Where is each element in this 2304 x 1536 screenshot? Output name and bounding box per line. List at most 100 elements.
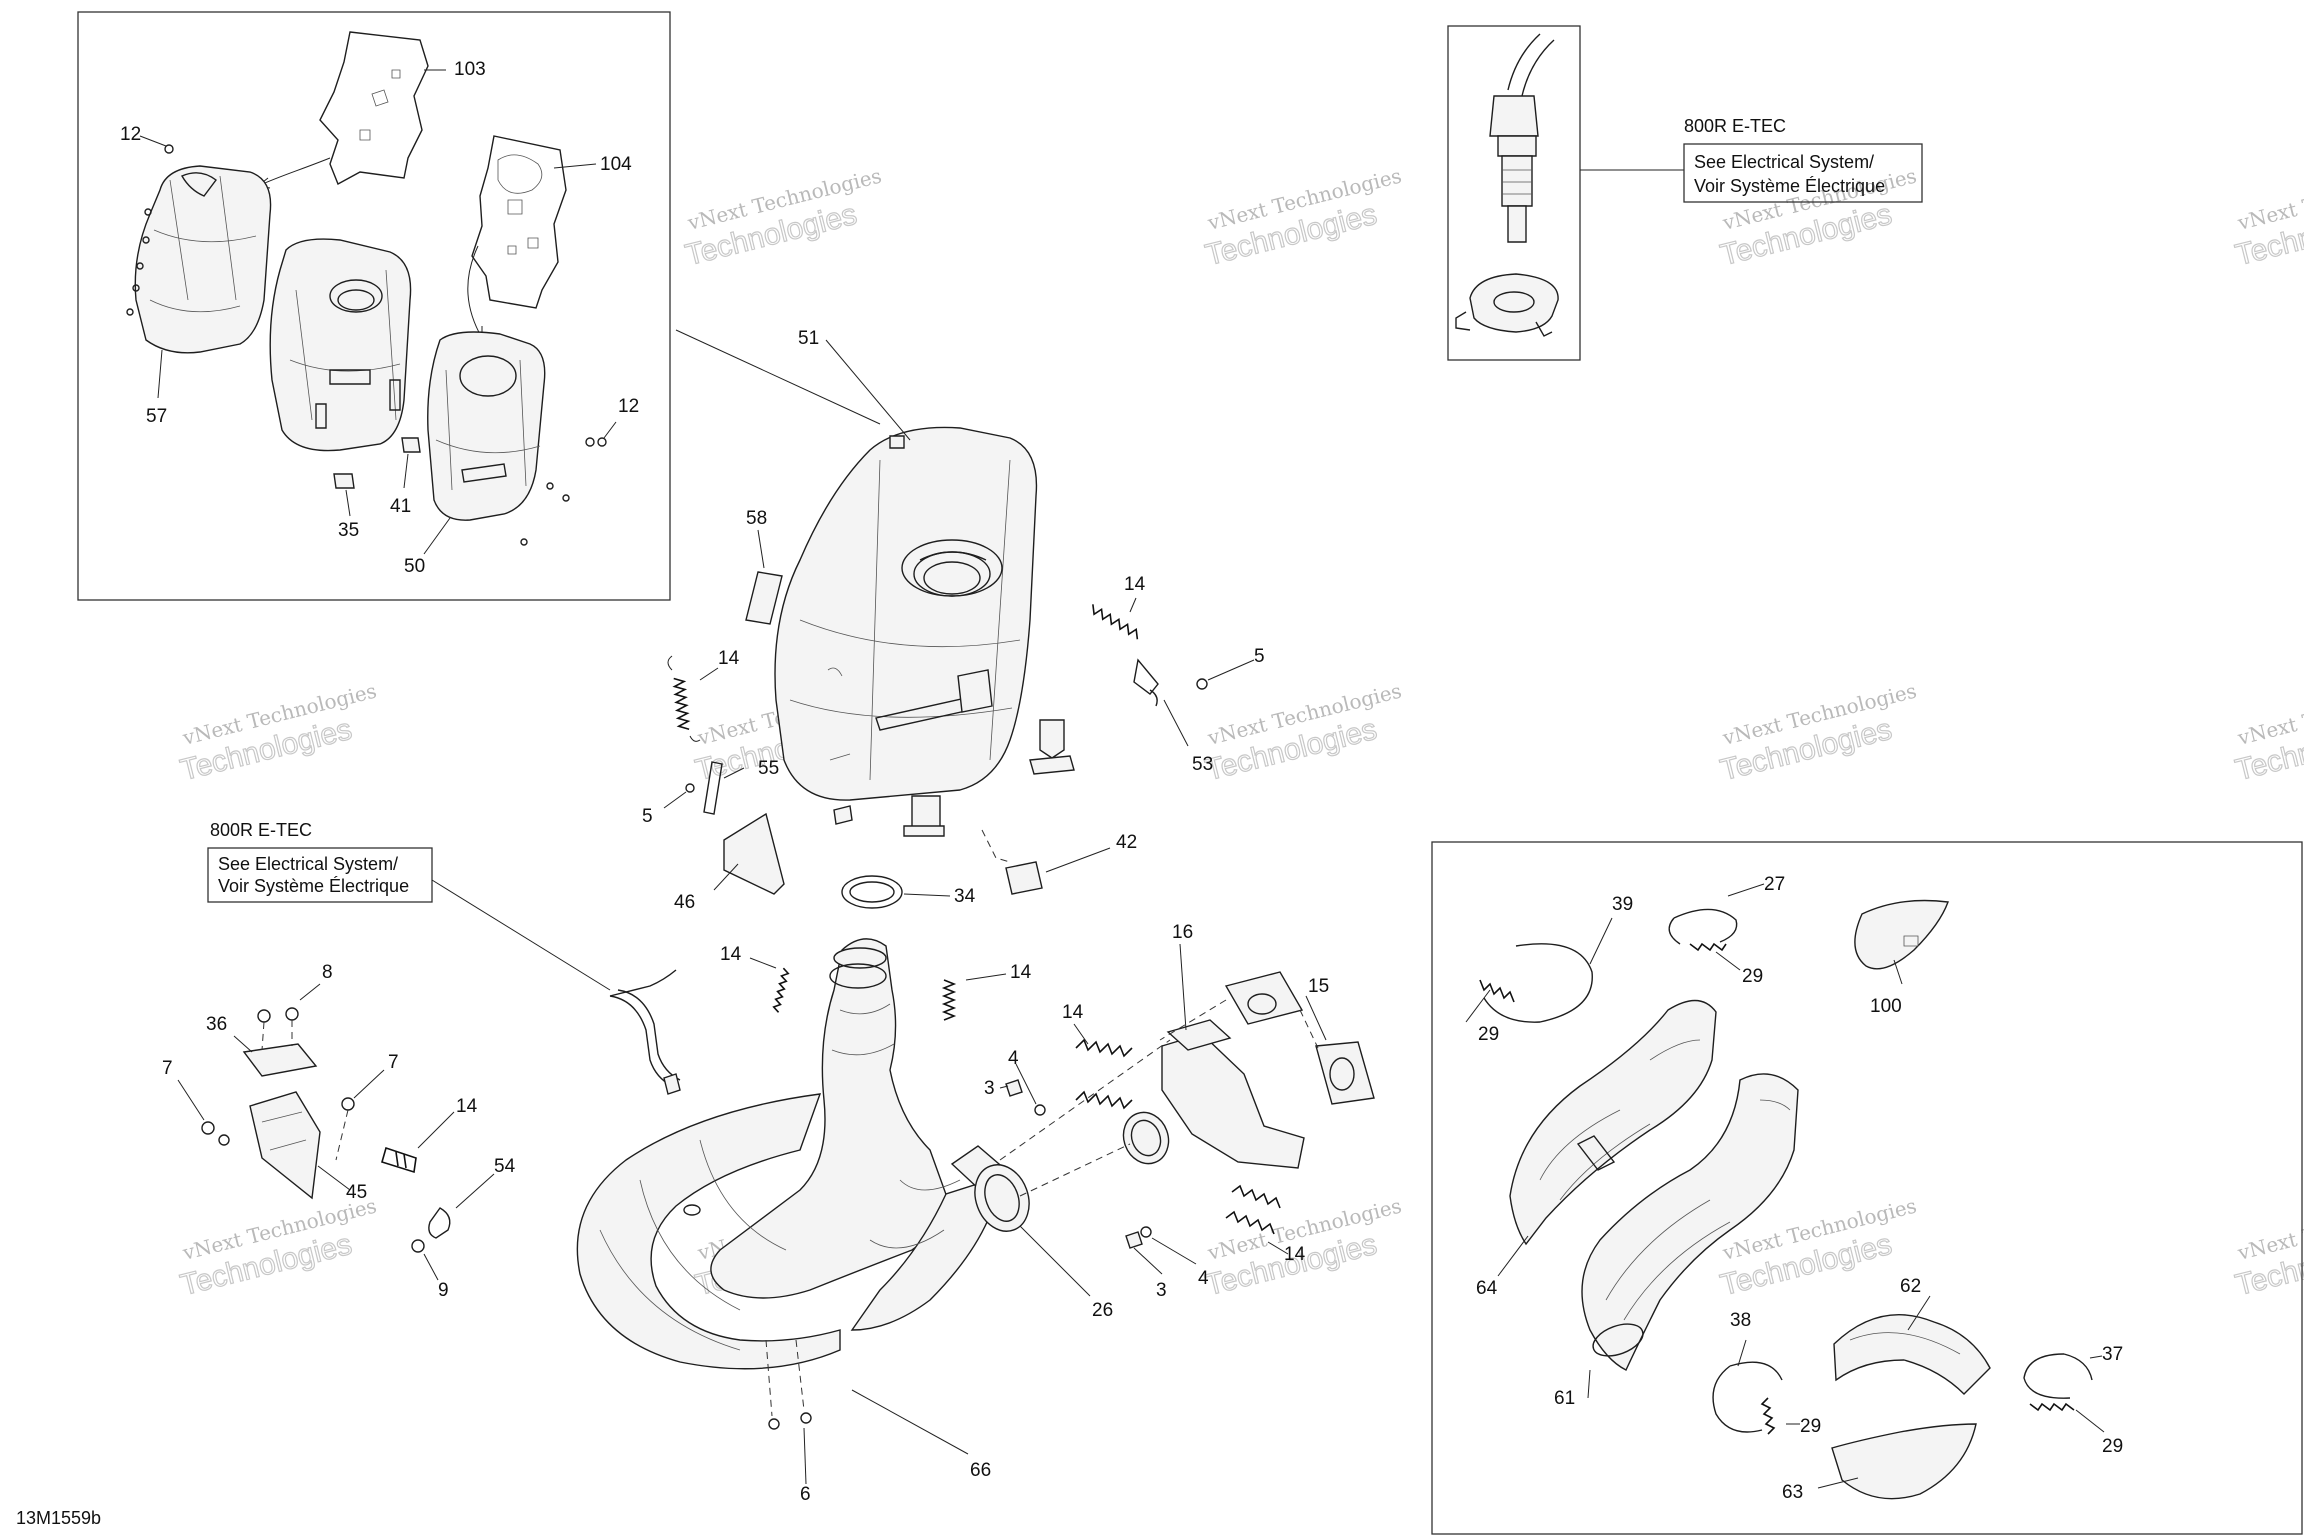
washer-4 bbox=[1140, 1226, 1152, 1238]
grommet-35 bbox=[333, 473, 355, 489]
callout-12: 12 bbox=[618, 396, 639, 417]
heat-shield-sheet-104 bbox=[471, 135, 567, 309]
callout-6: 6 bbox=[800, 1484, 811, 1505]
callout-14: 14 bbox=[720, 944, 742, 965]
callout-46: 46 bbox=[674, 892, 695, 913]
washer-4 bbox=[1034, 1104, 1046, 1116]
nut-7 bbox=[341, 1097, 355, 1111]
heat-shield-holes bbox=[497, 154, 543, 255]
muffler-shield-assembly bbox=[126, 31, 617, 555]
connector-42 bbox=[1005, 861, 1043, 895]
heat-shield-100 bbox=[1854, 899, 1949, 970]
callout-4: 4 bbox=[1008, 1048, 1019, 1069]
note-line: See Electrical System/ bbox=[218, 854, 398, 874]
callout-14: 14 bbox=[1010, 962, 1032, 983]
callout-36: 36 bbox=[206, 1014, 227, 1035]
tuned-pipe-66 bbox=[576, 938, 1008, 1430]
note-line: See Electrical System/ bbox=[1694, 152, 1874, 172]
callout-45: 45 bbox=[346, 1182, 367, 1203]
spring-29 bbox=[2029, 1402, 2075, 1412]
spring-14 bbox=[381, 1146, 417, 1174]
callout-29: 29 bbox=[1478, 1024, 1499, 1045]
spring-14 bbox=[772, 967, 790, 1013]
callout-58: 58 bbox=[746, 508, 767, 529]
spring-14 bbox=[1092, 604, 1139, 640]
callout-104: 104 bbox=[600, 154, 632, 175]
callout-37: 37 bbox=[2102, 1344, 2123, 1365]
callout-14: 14 bbox=[1284, 1244, 1306, 1265]
sensor-wire bbox=[609, 995, 673, 1087]
muffler-shield-detail-frame bbox=[77, 11, 671, 601]
callout-103: 103 bbox=[454, 59, 486, 80]
pipe-heat-shield-assembly bbox=[1479, 899, 2093, 1500]
callout-27: 27 bbox=[1764, 874, 1785, 895]
gasket-16 bbox=[1224, 971, 1304, 1025]
note-line: Voir Système Électrique bbox=[218, 876, 409, 896]
mounting-bracket-assembly bbox=[201, 1007, 451, 1253]
callout-7: 7 bbox=[388, 1052, 399, 1073]
callout-16: 16 bbox=[1172, 922, 1193, 943]
nut-9 bbox=[411, 1239, 425, 1253]
heat-shield-detail-frame bbox=[1431, 841, 2303, 1535]
pad-58 bbox=[745, 571, 783, 625]
callout-39: 39 bbox=[1612, 894, 1633, 915]
callout-3: 3 bbox=[1156, 1280, 1167, 1301]
bolt-3 bbox=[1005, 1079, 1023, 1097]
heat-shield-63 bbox=[1831, 1423, 1977, 1500]
callout-62: 62 bbox=[1900, 1276, 1921, 1297]
exhaust-manifold-assembly bbox=[999, 971, 1375, 1249]
callout-64: 64 bbox=[1476, 1278, 1498, 1299]
callout-50: 50 bbox=[404, 556, 425, 577]
bracket-45 bbox=[249, 1091, 321, 1200]
callout-54: 54 bbox=[494, 1156, 516, 1177]
heat-shield-sheet-103 bbox=[319, 31, 429, 185]
muffler-outer-cover-57 bbox=[134, 165, 272, 354]
spring-14 bbox=[1231, 1184, 1281, 1209]
callout-26: 26 bbox=[1092, 1300, 1113, 1321]
callout-55: 55 bbox=[758, 758, 779, 779]
muffler-51 bbox=[774, 339, 1075, 837]
gasket-15 bbox=[1315, 1041, 1375, 1105]
gasket-26 bbox=[974, 1164, 1030, 1232]
callout-3: 3 bbox=[984, 1078, 995, 1099]
callout-5: 5 bbox=[1254, 646, 1265, 667]
callout-29: 29 bbox=[2102, 1436, 2123, 1457]
note-line: Voir Système Électrique bbox=[1694, 176, 1885, 196]
spring-14 bbox=[1075, 1038, 1133, 1058]
callout-51: 51 bbox=[798, 328, 819, 349]
callout-15: 15 bbox=[1308, 976, 1329, 997]
clamp-37 bbox=[2023, 1353, 2071, 1399]
nut-12 bbox=[164, 144, 174, 154]
exhaust-temperature-sensor bbox=[1455, 33, 1684, 337]
clamp-27 bbox=[1673, 908, 1738, 943]
callout-42: 42 bbox=[1116, 832, 1137, 853]
bracket-36 bbox=[242, 1043, 318, 1077]
heat-shield-64 bbox=[1509, 999, 1717, 1246]
spring-14 bbox=[672, 677, 691, 730]
note-model-label: 800R E-TEC bbox=[1684, 116, 1786, 136]
callout-5: 5 bbox=[642, 806, 653, 827]
callout-57: 57 bbox=[146, 406, 167, 427]
gasket-34 bbox=[841, 875, 903, 909]
nut-6 bbox=[800, 1412, 812, 1424]
screw-5 bbox=[685, 783, 695, 793]
spring-29 bbox=[1479, 979, 1515, 1003]
callout-8: 8 bbox=[322, 962, 333, 983]
screw-8 bbox=[285, 1007, 299, 1021]
bracket-55 bbox=[703, 761, 723, 815]
screw-5 bbox=[1196, 678, 1208, 690]
diagram-code: 13M1559b bbox=[16, 1508, 101, 1528]
bolt-3 bbox=[1125, 1231, 1143, 1249]
callout-7: 7 bbox=[162, 1058, 173, 1079]
clamp-38 bbox=[1712, 1365, 1763, 1433]
spring-29 bbox=[1689, 942, 1727, 952]
heat-shield-46 bbox=[723, 812, 785, 895]
callout-41: 41 bbox=[390, 496, 411, 517]
note-box-electrical bbox=[1683, 143, 1923, 203]
callout-66: 66 bbox=[970, 1460, 991, 1481]
callout-14: 14 bbox=[456, 1096, 478, 1117]
muffler-inner-housing bbox=[269, 238, 412, 452]
bracket-53 bbox=[1133, 658, 1159, 707]
heat-shield-61 bbox=[1581, 1073, 1799, 1371]
nut-12 bbox=[585, 437, 595, 447]
